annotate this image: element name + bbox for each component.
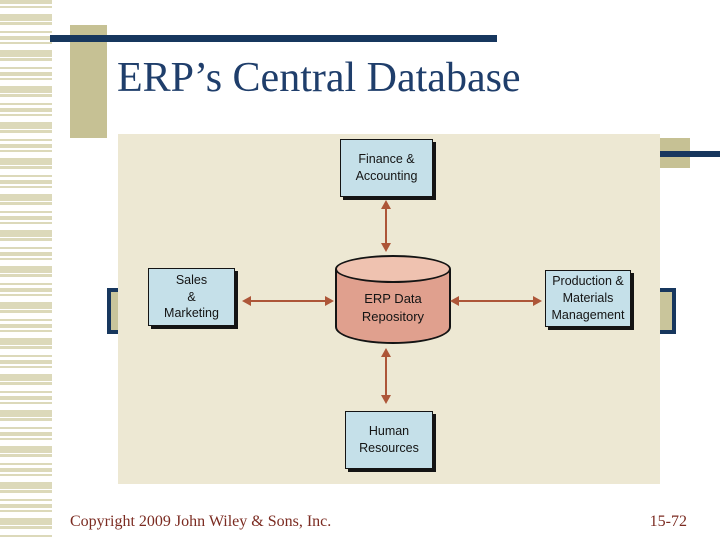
double-arrow-bottom-icon [380, 348, 392, 404]
production-materials-box: Production & Materials Management [545, 270, 631, 327]
arrowhead-left-icon [242, 296, 251, 306]
erp-data-repository-cylinder: ERP Data Repository [335, 255, 451, 344]
human-resources-box: Human Resources [345, 411, 433, 469]
double-arrow-top-icon [380, 200, 392, 252]
arrowhead-right-icon [533, 296, 542, 306]
arrowhead-down-icon [381, 243, 391, 252]
title-accent-block [70, 25, 107, 138]
arrowhead-up-icon [381, 200, 391, 209]
double-arrow-left-icon [242, 295, 334, 307]
footer-copyright: Copyright 2009 John Wiley & Sons, Inc. [70, 513, 332, 530]
sales-marketing-label: Sales & Marketing [164, 272, 219, 321]
arrowhead-up-icon [381, 348, 391, 357]
title-underline-bar [50, 35, 497, 42]
footer-slide-number: 15-72 [649, 513, 687, 530]
left-stripe-decoration [0, 0, 52, 540]
sales-marketing-box: Sales & Marketing [148, 268, 235, 326]
arrowhead-down-icon [381, 395, 391, 404]
arrow-shaft [385, 206, 387, 246]
double-arrow-right-icon [450, 295, 542, 307]
production-materials-label: Production & Materials Management [551, 274, 625, 322]
arrowhead-left-icon [450, 296, 459, 306]
page-title: ERP’s Central Database [117, 55, 521, 101]
arrowhead-right-icon [325, 296, 334, 306]
cylinder-top-ellipse [335, 255, 451, 283]
erp-data-repository-label: ERP Data Repository [361, 291, 425, 324]
right-accent-bar [652, 151, 720, 157]
arrow-shaft [456, 300, 536, 302]
finance-accounting-label: Finance & Accounting [355, 152, 418, 183]
erp-diagram-panel: Finance & Accounting Sales & Marketing P… [118, 134, 660, 484]
arrow-shaft [385, 354, 387, 398]
human-resources-label: Human Resources [359, 424, 419, 455]
arrow-shaft [248, 300, 328, 302]
finance-accounting-box: Finance & Accounting [340, 139, 433, 197]
